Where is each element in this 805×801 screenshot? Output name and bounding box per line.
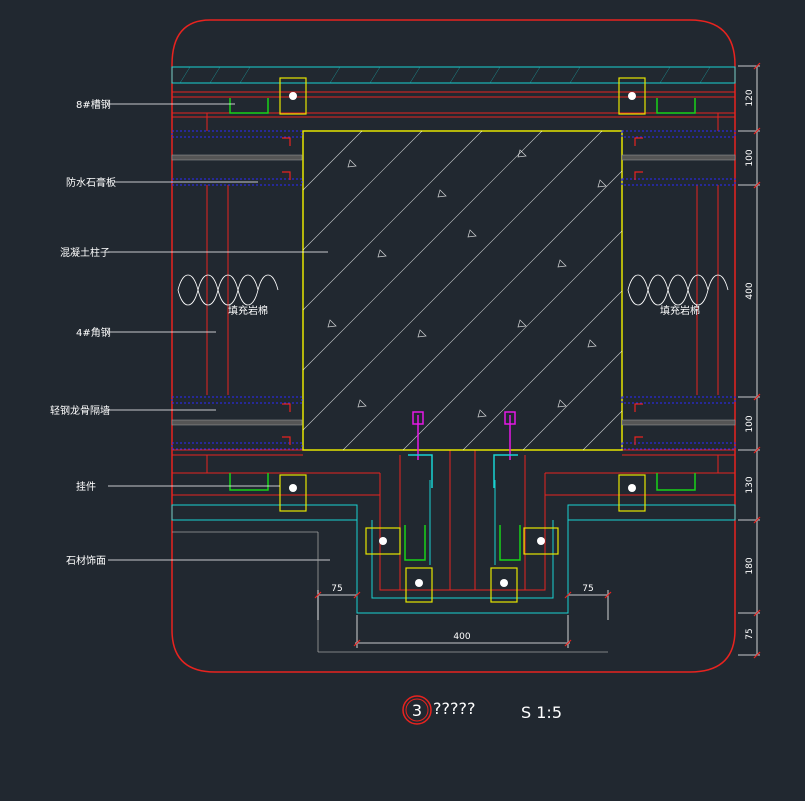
top-band-hatch (179, 66, 711, 84)
bottom-projection (356, 449, 569, 614)
top-stone-band (171, 66, 736, 118)
rockwool-left (177, 274, 279, 306)
bottom-dimension-ticks (314, 591, 612, 647)
title-circle-inner (405, 698, 429, 722)
label-angle-steel: 4#角钢 (76, 326, 111, 339)
label-rockwool-left: 填充岩棉 (228, 304, 268, 317)
right-dimension-chain (738, 65, 760, 656)
label-stone-finish: 石材饰面 (66, 554, 106, 567)
title-scale: S 1:5 (521, 703, 562, 722)
label-fireproof-board: 防水石膏板 (66, 176, 116, 189)
dim-right-130: 130 (745, 476, 755, 493)
rockwool-right (627, 274, 729, 306)
outer-frame (171, 19, 736, 673)
title-number: 3 (412, 701, 422, 720)
label-light-steel-wall: 轻钢龙骨隔墙 (50, 404, 110, 417)
angle-brackets (408, 454, 518, 488)
dim-right-75: 75 (745, 628, 755, 639)
side-wall-lines (206, 113, 719, 473)
label-rockwool-right: 填充岩棉 (660, 304, 700, 317)
partition-bands (171, 130, 736, 450)
dim-bottom-left: 75 (331, 584, 342, 594)
anchor-bolts (412, 411, 516, 460)
dim-right-100-bottom: 100 (745, 415, 755, 432)
channel-steel (229, 98, 696, 561)
title-name: ????? (433, 699, 475, 718)
wall-clips (282, 137, 643, 445)
bottom-stone-band (171, 449, 736, 521)
label-hanger: 挂件 (76, 480, 96, 493)
hanger-clips (279, 77, 646, 603)
title-circle-outer (402, 695, 432, 725)
dim-right-180: 180 (745, 557, 755, 574)
dim-right-120: 120 (745, 89, 755, 106)
concrete-column (302, 130, 623, 451)
dim-right-400: 400 (745, 282, 755, 299)
label-steel-b: 8#槽钢 (76, 98, 111, 111)
label-concrete-column: 混凝土柱子 (60, 246, 110, 259)
title-block: 3 ????? S 1:5 (402, 695, 562, 725)
dim-bottom-width: 400 (453, 632, 470, 642)
dim-bottom-right: 75 (582, 584, 593, 594)
right-dimension-ticks (753, 62, 761, 659)
leader-lines (108, 103, 608, 653)
dim-right-100-top: 100 (745, 149, 755, 166)
